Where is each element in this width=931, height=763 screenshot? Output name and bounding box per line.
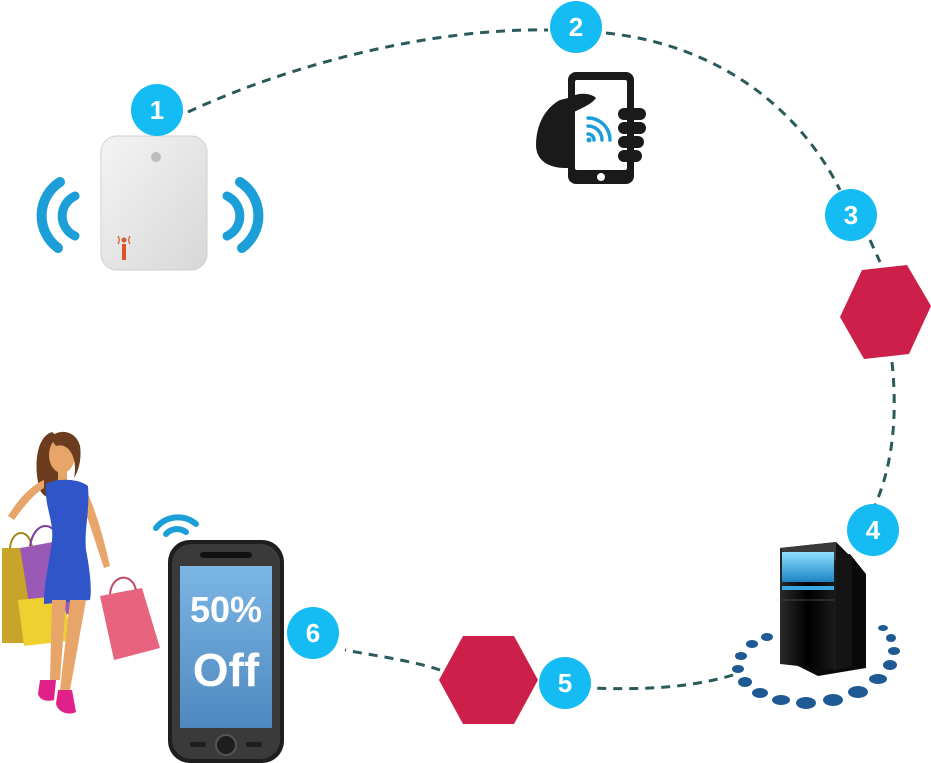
- step-badge-1: 1: [131, 84, 183, 136]
- step-badge-4: 4: [847, 504, 899, 556]
- step-badge-6: 6: [287, 607, 339, 659]
- step-badge-5: 5: [539, 657, 591, 709]
- step-badge-3: 3: [825, 189, 877, 241]
- smartphone-offer-icon: 50% Off: [153, 514, 284, 763]
- path-3-to-hex: [868, 239, 882, 263]
- step-badge-number: 4: [866, 515, 881, 545]
- step-badge-number: 6: [306, 618, 320, 648]
- step-badge-number: 1: [150, 95, 164, 125]
- path-hex-to-4: [870, 361, 896, 513]
- path-server-to-5: [591, 673, 734, 691]
- offer-off-text: Off: [193, 644, 260, 696]
- step-badge-number: 3: [844, 200, 858, 230]
- path-2-to-3: [605, 31, 842, 191]
- path-1-to-2: [187, 28, 549, 114]
- server-icon: [732, 542, 900, 709]
- hexagon-icon: [840, 265, 931, 359]
- hand-phone-nfc-icon: [536, 72, 646, 184]
- beacon-device-icon: [36, 135, 264, 271]
- step-badge-number: 5: [558, 668, 572, 698]
- connection-path: [187, 28, 896, 691]
- hexagon-icon: [439, 636, 538, 724]
- step-badge-2: 2: [550, 1, 602, 53]
- offer-percent-text: 50%: [190, 589, 262, 630]
- path-hex-to-6: [344, 648, 441, 672]
- shopping-woman-icon: [2, 431, 160, 714]
- step-badge-number: 2: [569, 12, 583, 42]
